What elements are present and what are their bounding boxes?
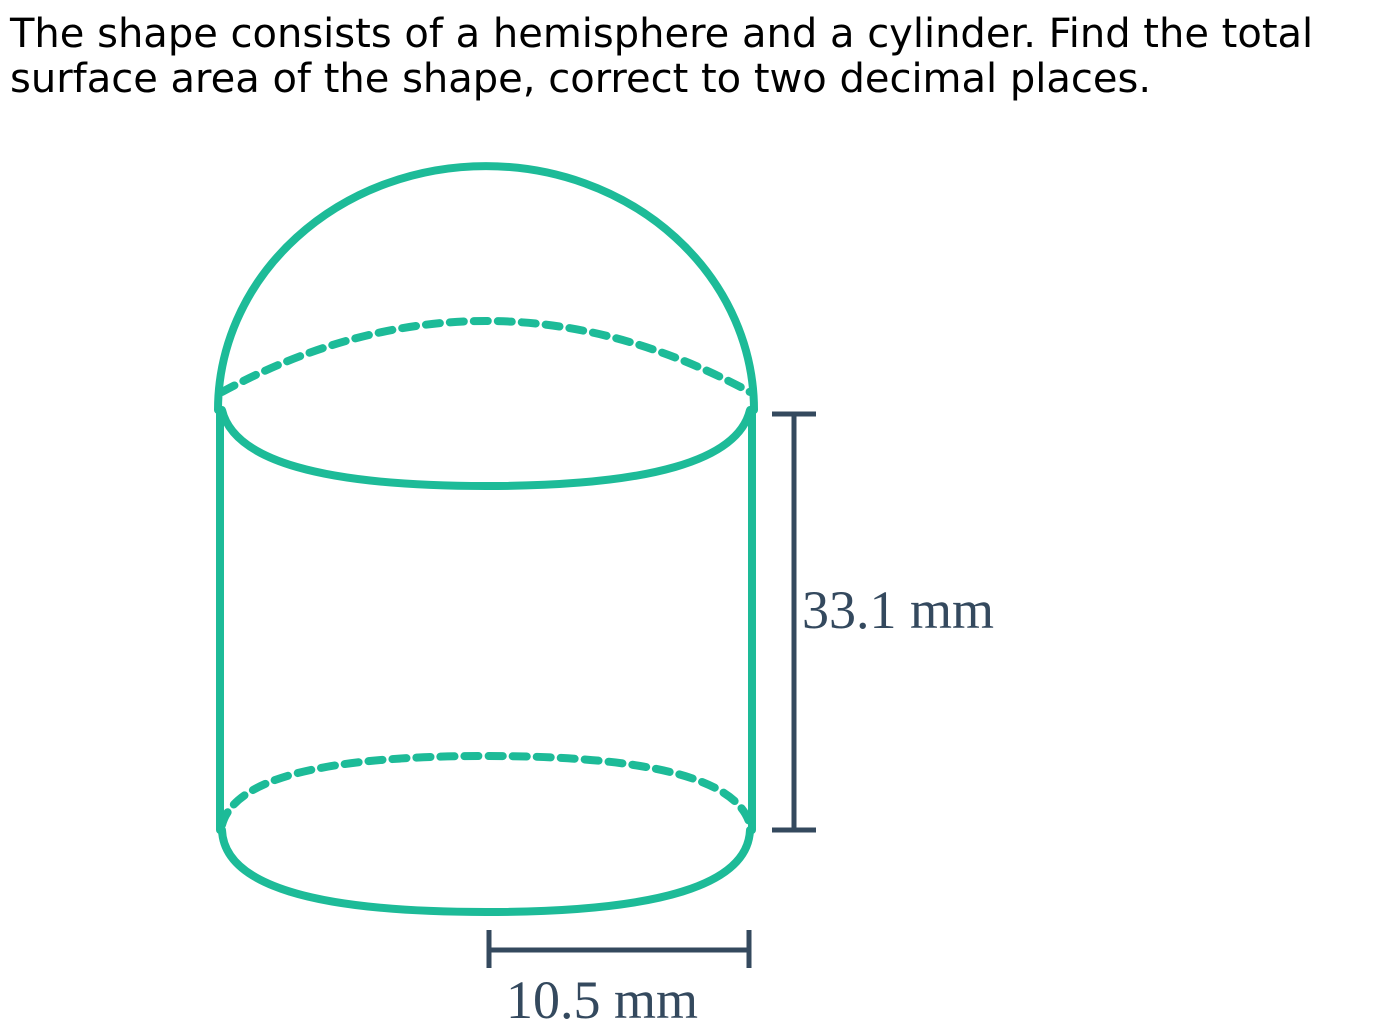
top-circle-hidden-edge xyxy=(218,317,754,396)
bottom-circle-hidden-edge xyxy=(218,751,754,829)
height-label: 33.1 mm xyxy=(802,580,994,640)
bottom-circle-front-edge xyxy=(218,826,754,917)
question-line-2: surface area of the shape, correct to tw… xyxy=(10,56,1152,102)
top-circle-front-edge xyxy=(218,406,754,491)
hemisphere-dome xyxy=(214,162,758,414)
question-line-1: The shape consists of a hemisphere and a… xyxy=(10,11,1314,57)
question-text: The shape consists of a hemisphere and a… xyxy=(10,12,1378,102)
radius-label: 10.5 mm xyxy=(506,970,698,1030)
